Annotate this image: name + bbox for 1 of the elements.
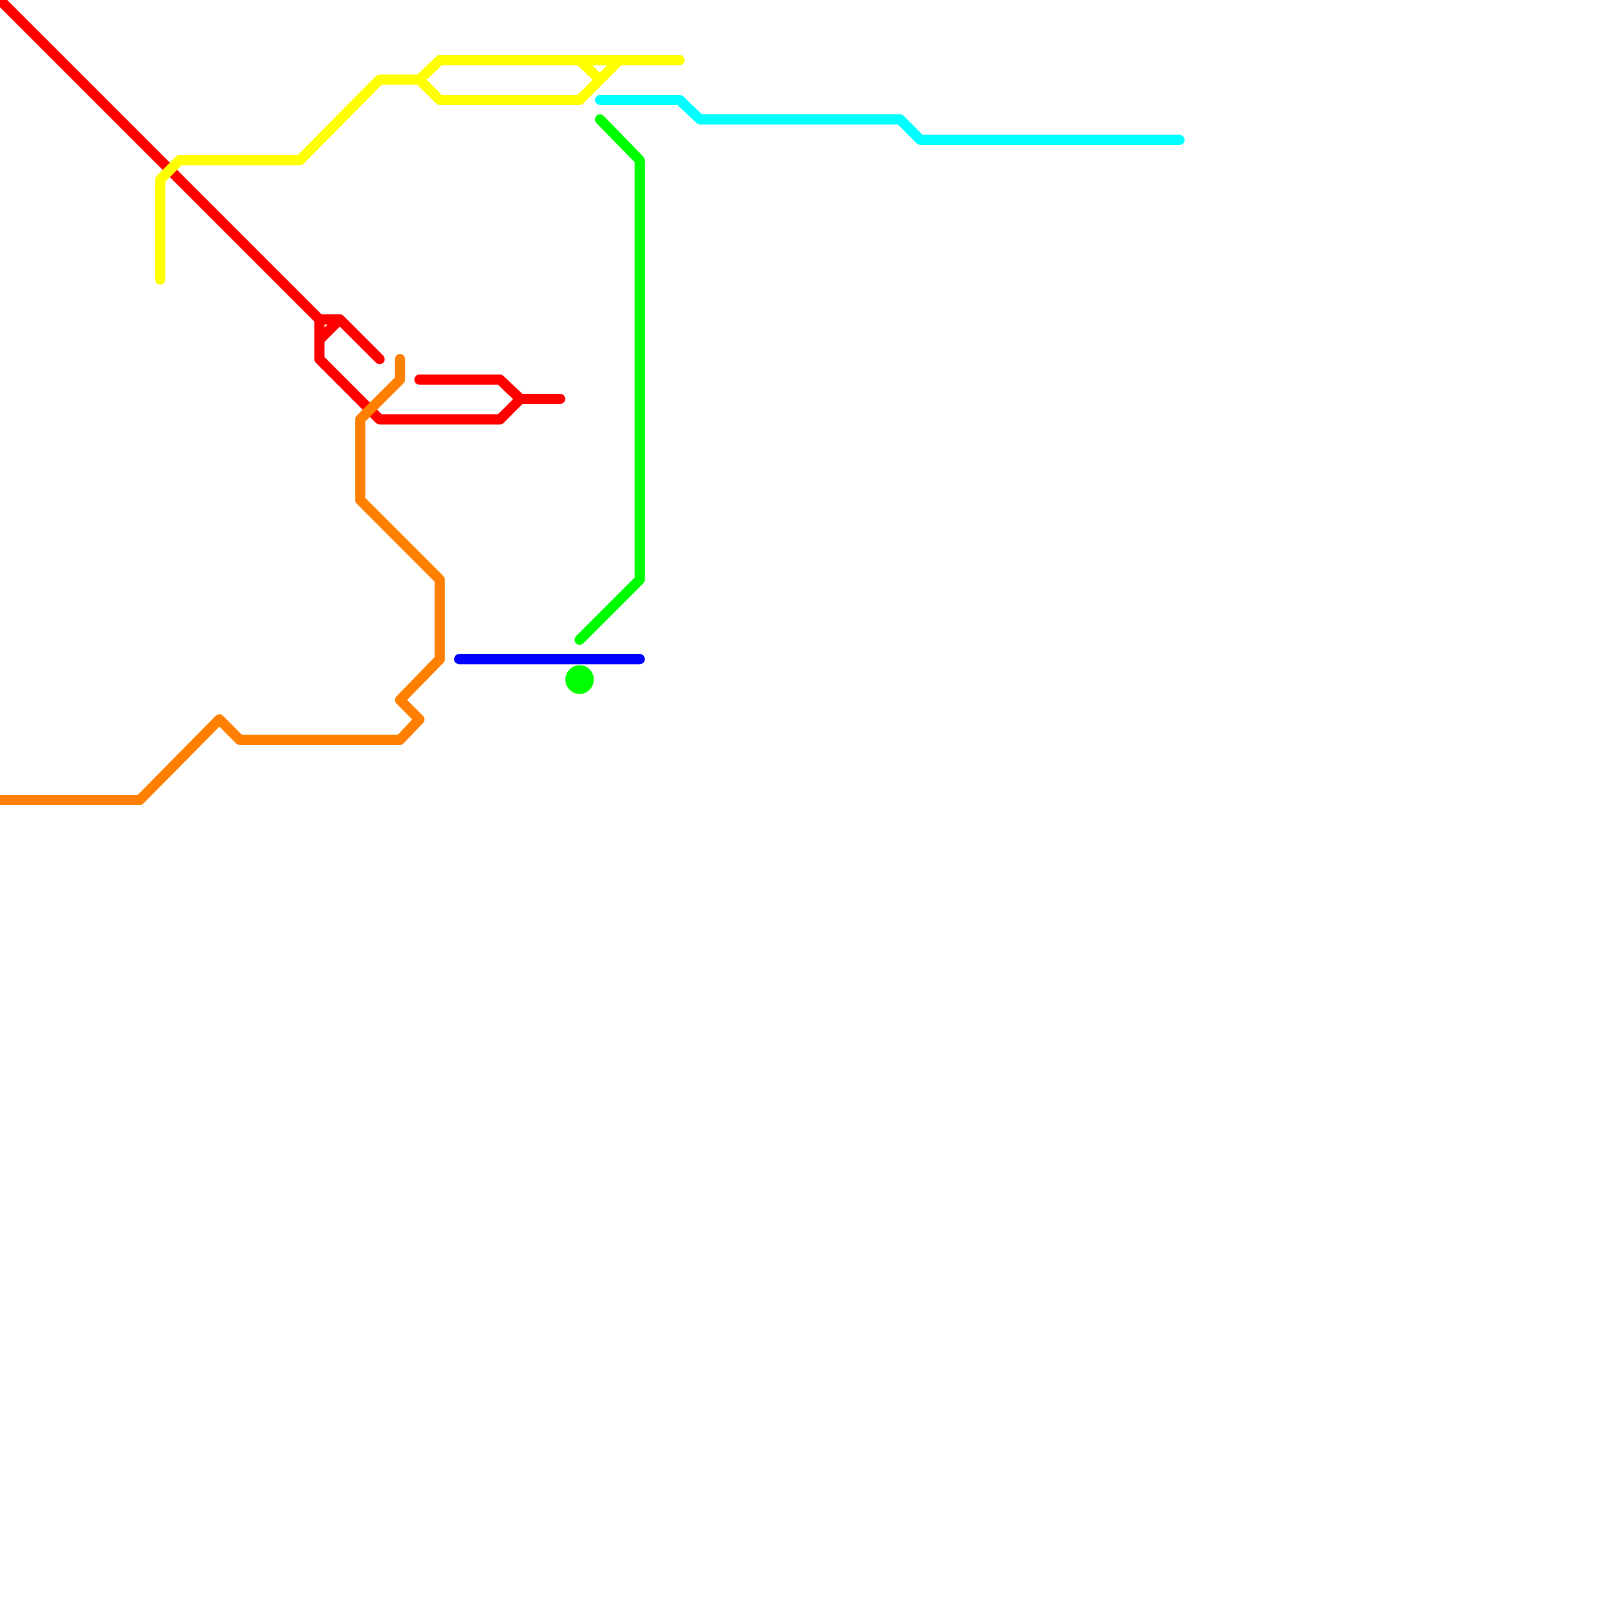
station-dot [565,665,594,694]
